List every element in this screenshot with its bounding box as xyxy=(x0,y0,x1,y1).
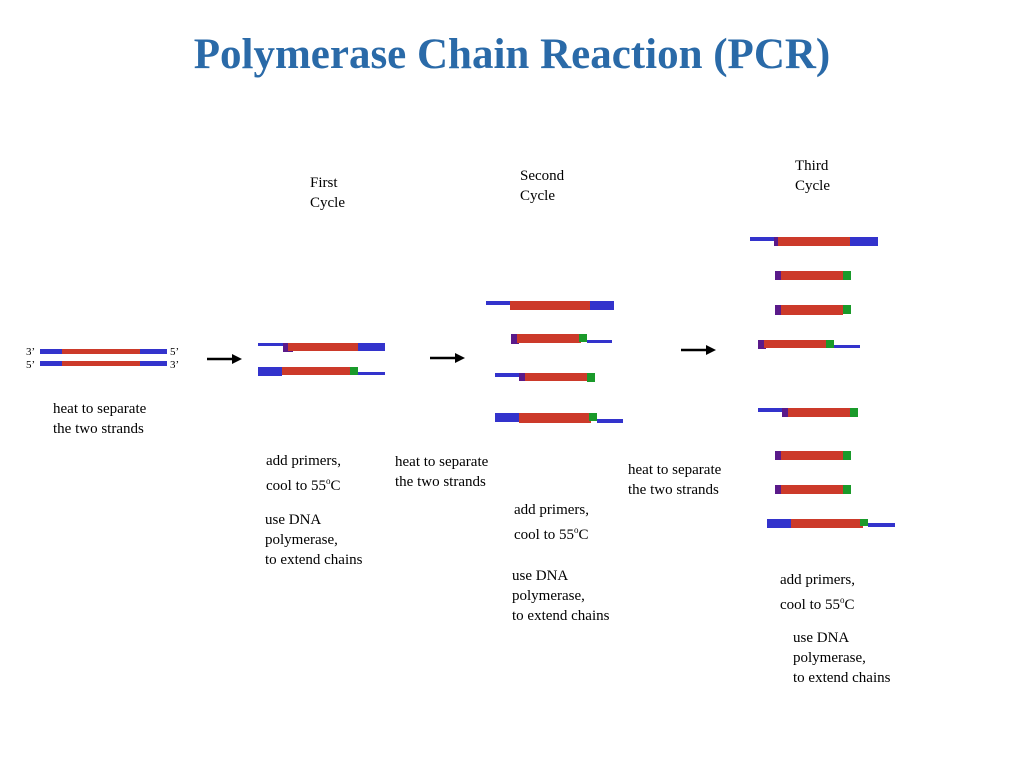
arrow-1 xyxy=(207,354,242,364)
extend-step-3: use DNA polymerase, to extend chains xyxy=(793,630,891,686)
third-cycle-strand-1 xyxy=(750,237,878,246)
primers-step-2: add primers, cool to 55oC xyxy=(514,502,589,543)
page-title: Polymerase Chain Reaction (PCR) xyxy=(193,31,831,78)
third-cycle-strand-6 xyxy=(775,451,851,460)
strand-end-bottom-right: 3’ xyxy=(170,359,180,371)
second-cycle-label: Second Cycle xyxy=(520,168,565,204)
heat-step-3: heat to separate the two strands xyxy=(628,462,722,498)
first-cycle-label: First Cycle xyxy=(310,175,345,211)
heat-step-2: heat to separate the two strands xyxy=(395,454,489,490)
third-cycle-strand-4 xyxy=(758,340,860,349)
second-cycle-strand-3 xyxy=(495,373,595,382)
second-cycle-strand-1 xyxy=(486,301,614,310)
third-cycle-strand-8 xyxy=(767,519,895,528)
third-cycle-label: Third Cycle xyxy=(795,158,830,194)
original-dna xyxy=(40,349,167,366)
third-cycle-strand-3 xyxy=(775,305,851,315)
extend-step-2: use DNA polymerase, to extend chains xyxy=(512,568,610,624)
strand-end-top-right: 5’ xyxy=(170,346,180,358)
third-cycle-strand-5 xyxy=(758,408,858,417)
arrow-3 xyxy=(681,345,716,355)
primers-step-1: add primers, cool to 55oC xyxy=(266,453,341,494)
strand-end-top-left: 3’ xyxy=(26,346,36,358)
first-cycle-strand-1 xyxy=(258,343,385,352)
third-cycle-strand-2 xyxy=(775,271,851,280)
extend-step-1: use DNA polymerase, to extend chains xyxy=(265,512,363,568)
second-cycle-strand-2 xyxy=(511,334,612,344)
first-cycle-strand-2 xyxy=(258,367,385,376)
strand-end-bottom-left: 5’ xyxy=(26,359,36,371)
primers-step-3: add primers, cool to 55oC xyxy=(780,572,855,613)
third-cycle-strand-7 xyxy=(775,485,851,494)
heat-step-1: heat to separate the two strands xyxy=(53,401,147,437)
arrow-2 xyxy=(430,353,465,363)
second-cycle-strand-4 xyxy=(495,413,623,423)
